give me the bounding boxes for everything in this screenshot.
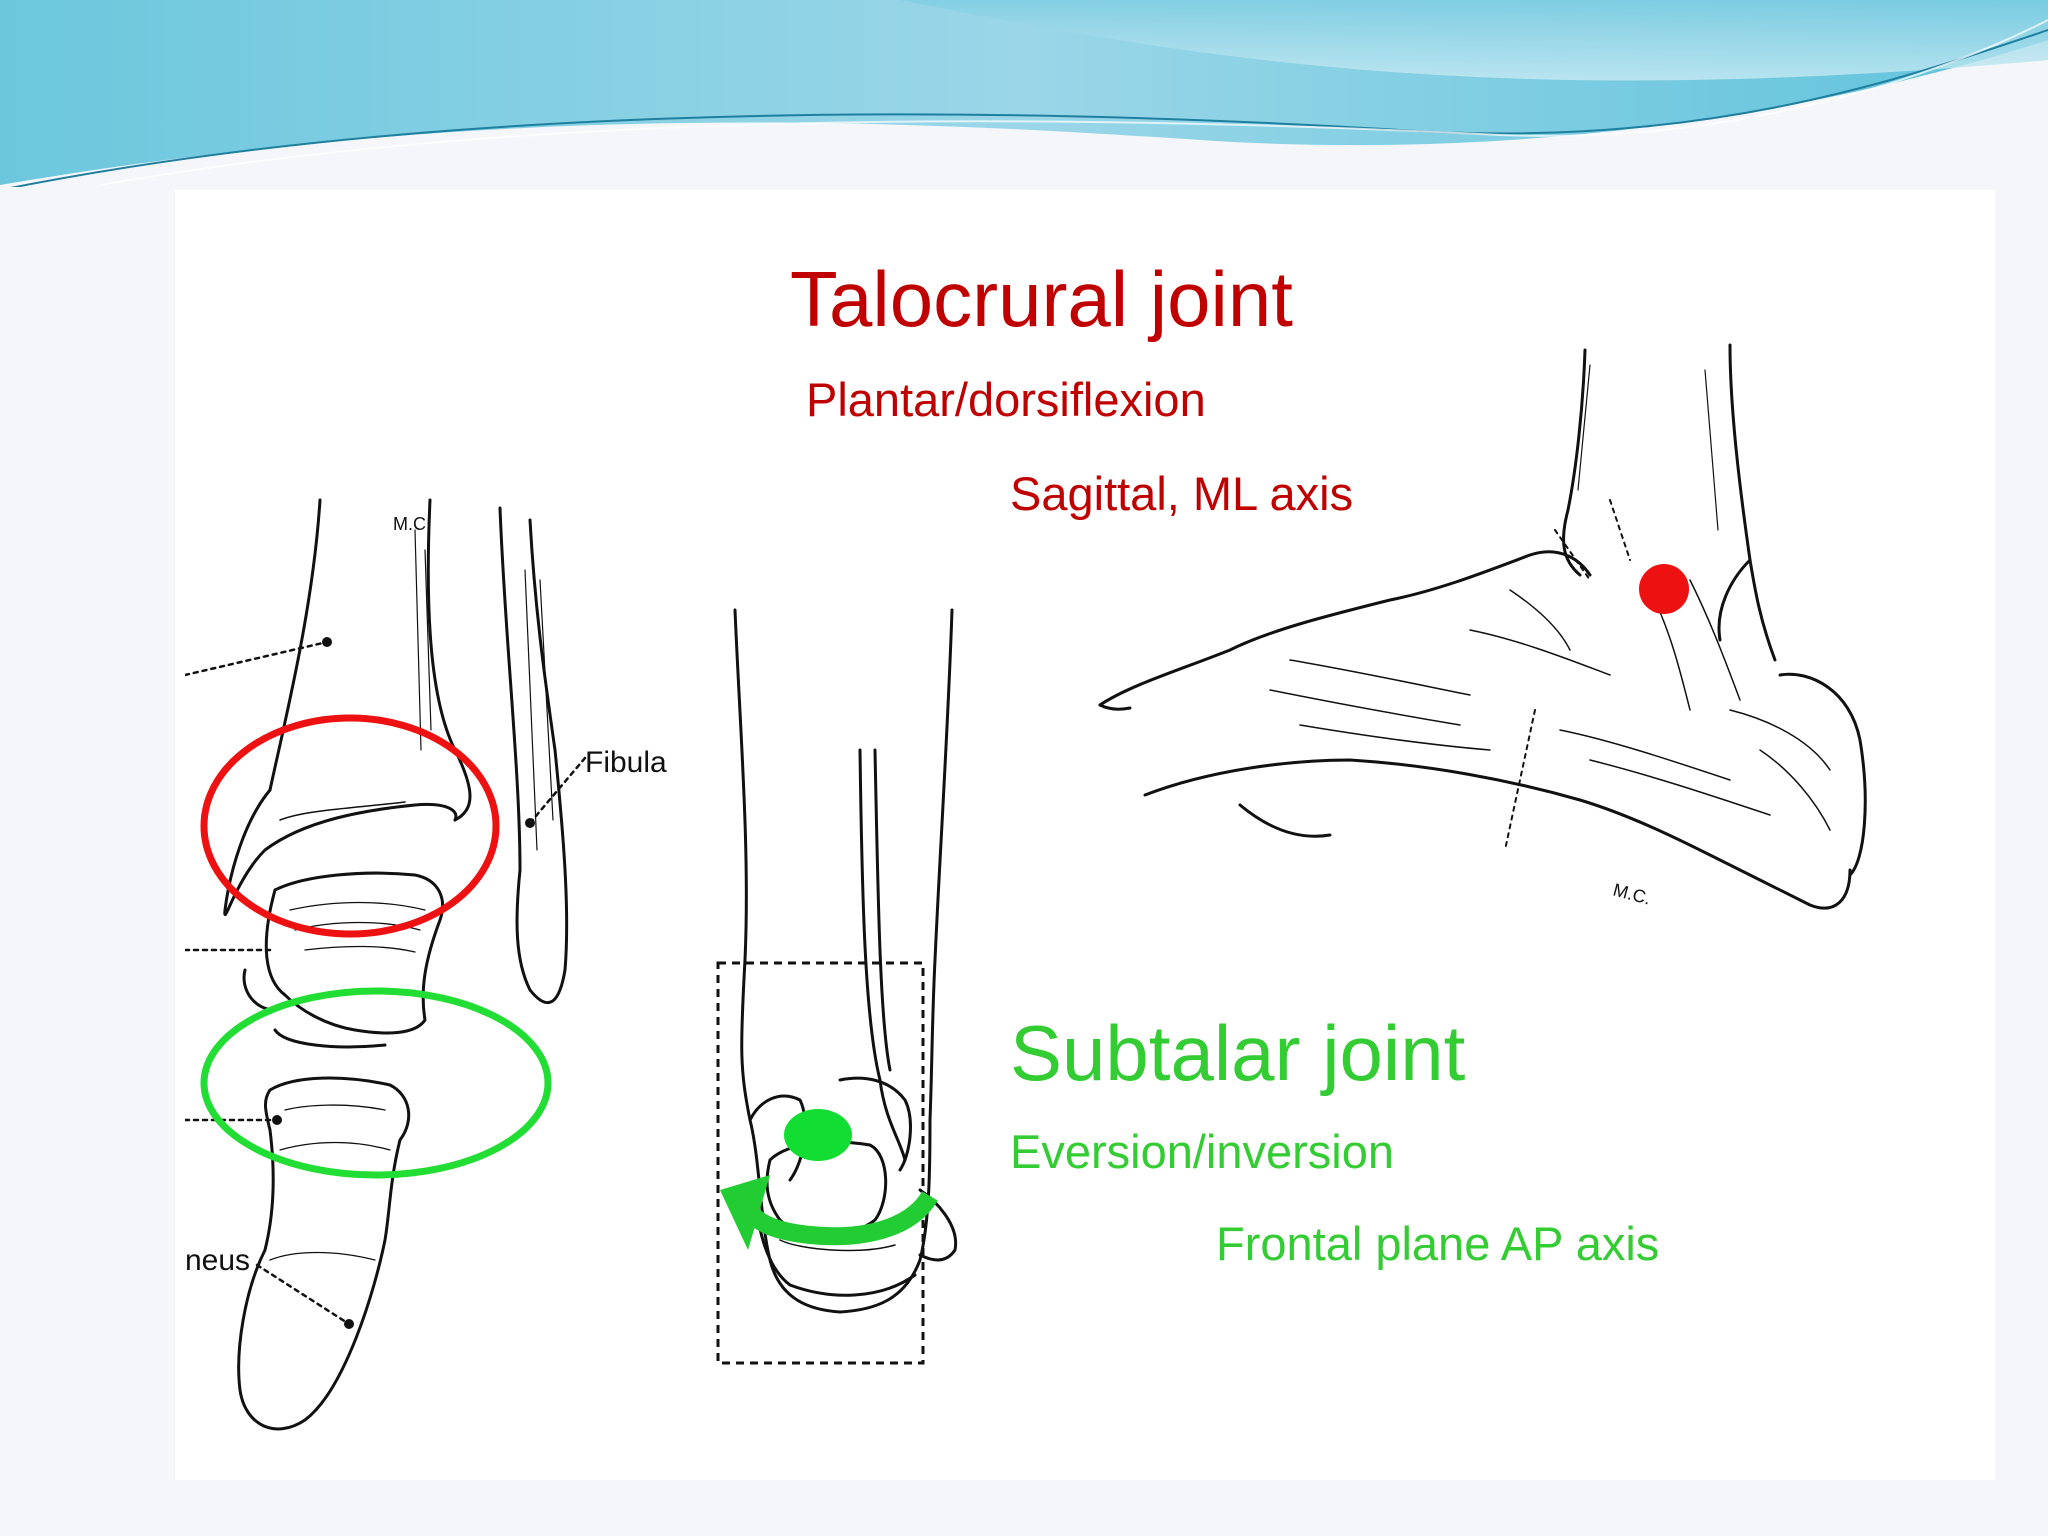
header-wave-banner <box>0 0 2048 197</box>
inversion-rotation-arrow <box>742 1190 938 1246</box>
posterior-leg-drawing <box>716 608 958 1365</box>
lateral-foot-drawing: M.C. <box>1098 343 1867 910</box>
talocrural-joint-ring <box>200 714 500 938</box>
subtalar-axis-marker <box>784 1109 852 1161</box>
arrowhead <box>720 1175 770 1250</box>
content-panel <box>175 190 1995 1480</box>
talocrural-plane-axis: Sagittal, ML axis <box>1010 467 1354 520</box>
fibula-label: Fibula <box>585 746 667 779</box>
talocrural-title: Talocrural joint <box>790 255 1293 343</box>
subtalar-title: Subtalar joint <box>1010 1009 1466 1097</box>
calcaneus-partial-label: neus <box>185 1244 250 1277</box>
subtalar-motion: Eversion/inversion <box>1010 1125 1395 1178</box>
talocrural-axis-marker <box>1639 564 1689 614</box>
lateral-initials-label: M.C. <box>1611 880 1653 909</box>
subtalar-joint-ring <box>200 987 552 1179</box>
subtalar-plane-axis: Frontal plane AP axis <box>1216 1217 1660 1270</box>
anterior-ankle-drawing: Fibula neus M.C. <box>185 498 667 1431</box>
talocrural-motion: Plantar/dorsiflexion <box>806 373 1206 426</box>
anterior-initials-label: M.C. <box>393 514 431 534</box>
